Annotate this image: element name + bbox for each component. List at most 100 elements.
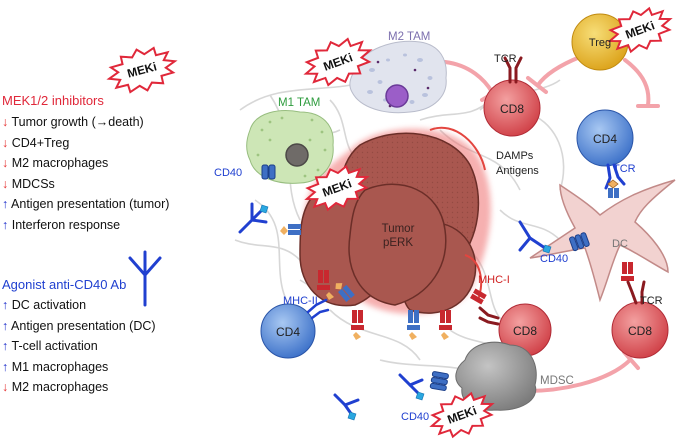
arrow-up-icon: ↑ [2,197,9,211]
arrow-up-icon: ↑ [2,339,9,353]
cd4-cell-lower-left [260,303,316,359]
arrow-up-icon: ↑ [2,217,9,232]
cd40-effects-item: ↑ Antigen presentation (DC) [2,319,156,333]
cd4-lower-left-label: CD4 [276,325,300,339]
burst-shape [304,164,370,212]
cd8-lower-right-label: CD8 [628,324,652,338]
meki-badge: MEKi [429,391,495,439]
arrow-down-icon: ↓ [2,380,9,394]
dc-mhc-molecule [607,179,619,198]
meki-badge: MEKi [106,46,178,94]
cd40-effects-item: ↑ T-cell activation [2,339,98,353]
mdsc-cell [455,341,537,411]
anti-cd40-antibodies [128,202,547,417]
antibody-m1 [238,202,268,234]
cd40-title: Agonist anti-CD40 Ab [2,277,127,292]
dc-cd40-receptor [569,232,590,252]
arrow-down-icon: ↓ [2,115,9,129]
effect-text: Tumor growth (→death) [8,115,144,129]
meki-badge: MEKi [303,37,373,87]
effect-text: M1 macrophages [8,359,109,374]
burst-shape [106,46,178,94]
tumor-mhc-molecules [280,224,487,340]
effect-text: Antigen presentation (DC) [8,318,156,333]
cd40-effects-item: ↑ DC activation [2,298,86,312]
mhc2-label: MHC-II [283,295,318,307]
meki-badge: MEKi [304,164,370,212]
burst-shape [607,6,673,54]
effect-text: M2 macrophages [8,380,109,394]
cd40-label-mdsc: CD40 [401,411,429,423]
antigens-label: Antigens [496,165,539,177]
effect-text: CD4+Treg [8,135,70,150]
m2-tam-cell [349,40,447,114]
antibody-bottom-left [333,393,360,417]
damps-label: DAMPs [496,150,534,162]
dendritic-cell [529,179,676,303]
cd40-effects-item: ↓ M2 macrophages [2,380,108,394]
cd8-top-label: CD8 [500,102,524,116]
effect-text: M2 macrophages [8,156,109,170]
antibody-dc [518,220,547,252]
tumor-label-line2: pERK [383,237,413,249]
arrow-down-icon: ↓ [2,135,9,150]
burst-shape [303,37,373,87]
tumor-cell-front [348,183,447,306]
cd4-right-label: CD4 [593,132,617,146]
mek-title: MEK1/2 inhibitors [2,93,104,108]
m2-tam-label: M2 TAM [388,31,430,43]
mdsc-cd40-receptor [429,371,449,391]
tcr-label-lower-right: TCR [640,295,663,307]
cd40-effects-item: ↑ M1 macrophages [2,360,108,374]
antibody-mdsc [398,373,424,397]
treg-cd8-inhibit-bar [526,76,548,94]
mek-effects-item: ↓ Tumor growth (→death) [2,115,144,129]
dc-label: DC [612,238,628,250]
arrow-up-icon: ↑ [2,298,9,312]
arrow-up-icon: ↑ [2,318,9,333]
dc-mhc-lower [621,262,634,281]
mek-effects-item: ↑ Interferon response [2,218,120,232]
burst-shape [429,391,495,439]
meki-badge: MEKi [607,6,673,54]
tcr-receptor-lower-left [306,298,330,320]
effect-text: Antigen presentation (tumor) [8,197,170,211]
cd8-cell-top [483,79,541,137]
m1-tam-cell [246,110,334,184]
mek-effects-item: ↓ CD4+Treg [2,136,69,150]
tcr-receptor-lower-right [626,280,646,305]
arrow-up-icon: ↑ [2,359,9,374]
tcr-label-top: TCR [494,53,517,65]
effect-text: DC activation [8,298,87,312]
m1-cd40-receptor [261,164,276,180]
cd4-cell-right [576,109,634,167]
mhc1-label: MHC-I [478,274,510,286]
mek-effects-item: ↓ M2 macrophages [2,156,108,170]
cd8-cell-lower-right [611,301,669,359]
treg-to-cd8-inhibit-arrow [536,55,582,87]
cd40-label-m1: CD40 [214,167,242,179]
tcr-label-right: TCR [613,163,636,175]
m2-tam-nucleus [385,84,409,108]
m1-tam-nucleus [285,143,309,167]
arrow-down-icon: ↓ [2,176,9,191]
mdsc-label: MDSC [540,375,574,387]
tcr-receptor-middle [478,306,500,326]
treg-label: Treg [589,37,611,49]
effect-text: Interferon response [8,217,121,232]
mek-effects-item: ↓ MDCSs [2,177,55,191]
tcr-receptor-top [503,56,523,84]
arrow-down-icon: ↓ [2,156,9,170]
cd40-label-dc: CD40 [540,253,568,265]
tumor-label-line1: Tumor [382,223,415,235]
m2tam-to-cd8-inhibit-arrow [443,60,494,94]
tcr-receptor-right [604,163,626,190]
antibody-legend [128,250,162,307]
treg-to-cd4-inhibit-arrow [623,58,651,107]
m1-tam-label: M1 TAM [278,97,320,109]
effect-text: T-cell activation [8,339,98,353]
mek-effects-item: ↑ Antigen presentation (tumor) [2,197,169,211]
cd8-middle-label: CD8 [513,324,537,338]
